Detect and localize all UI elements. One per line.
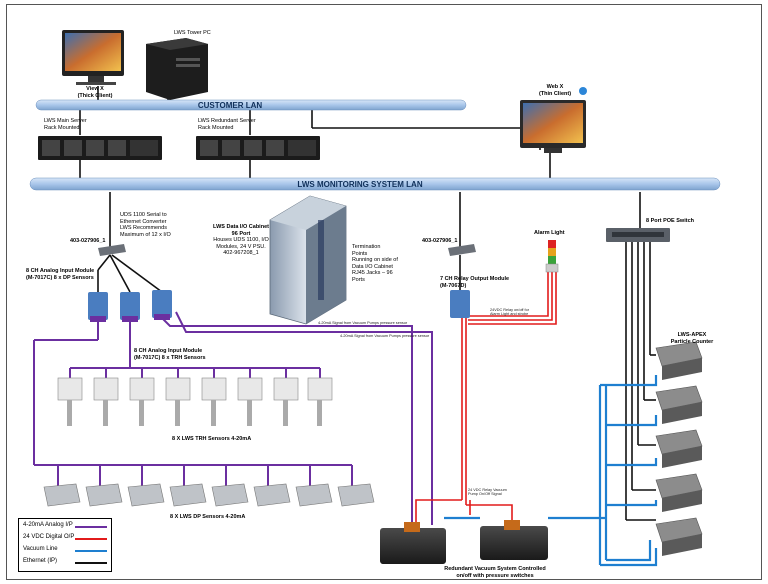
dp-sensor-icon	[43, 483, 81, 507]
trh-sensors-group	[57, 377, 333, 426]
redundant-server-icon	[196, 136, 320, 160]
particle-counters-group	[655, 341, 703, 556]
trh-sensor-icon	[165, 377, 191, 426]
particle-counter-icon	[655, 429, 703, 468]
legend-item-vacuum: Vacuum Line	[23, 546, 58, 552]
view-x-label: View X (Thick Client)	[77, 86, 113, 99]
alarm-light-label: Alarm Light	[534, 230, 565, 236]
termination-label: Termination Points Running on side of Da…	[352, 244, 398, 283]
trh-sensors-label: 8 X LWS TRH Sensors 4-20mA	[172, 436, 252, 442]
dp-sensor-icon	[211, 483, 249, 507]
monitoring-lan-bar	[29, 177, 721, 191]
customer-lan-label: CUSTOMER LAN	[197, 101, 263, 110]
trh-sensor-icon	[57, 377, 83, 426]
switch-left-icon	[98, 244, 126, 256]
trh-sensor-icon	[307, 377, 333, 426]
particle-counter-icon	[655, 517, 703, 556]
vacuum-pump-icon	[480, 520, 548, 560]
legend-line-ethernet	[75, 562, 107, 564]
signal-label-2: 4-20mA Signal from Vacuum Pumps pressure…	[340, 334, 430, 338]
signal-label-1: 4-20mA Signal from Vacuum Pumps pressure…	[318, 321, 408, 325]
serial-converter-label: UDS 1100 Serial to Ethernet Converter LW…	[120, 212, 171, 238]
digital-lines	[415, 272, 557, 528]
trh-sensor-icon	[93, 377, 119, 426]
dp-sensor-icon	[253, 483, 291, 507]
poe-switch-label: 8 Port POE Switch	[646, 218, 694, 224]
switch-left-label: 403-027906_1	[70, 238, 106, 244]
alarm-light-icon	[545, 240, 559, 273]
dp-sensor-icon	[127, 483, 165, 507]
dp-sensor-icon	[169, 483, 207, 507]
relay-pump-label: 24 VDC Relay Vacuum Pump On/Off Signal	[468, 488, 507, 496]
tower-pc-icon	[146, 38, 208, 100]
relay-module-icon	[450, 290, 470, 318]
relay-alarm-label: 24VDC Relay on/off for Alarm Light and s…	[490, 308, 529, 316]
data-cabinet-label: LWS Data I/O Cabinet 96 Port Houses UDS …	[213, 224, 269, 257]
dp-sensors-group	[43, 483, 375, 507]
data-io-cabinet-icon	[269, 195, 347, 325]
trh-sensor-icon	[201, 377, 227, 426]
dp-sensors-label: 8 X LWS DP Sensors 4-20mA	[170, 514, 246, 520]
view-x-monitor-icon	[62, 30, 124, 85]
trh-sensor-icon	[237, 377, 263, 426]
vacuum-pump-icon	[380, 522, 446, 564]
particle-counter-icon	[655, 341, 703, 380]
trh-module-label: 8 CH Analog Input Module (M-7017C) 8 x T…	[134, 348, 206, 361]
trh-module-icon	[120, 292, 140, 322]
particle-counter-icon	[655, 385, 703, 424]
customer-lan-bar	[35, 99, 467, 111]
dp-module-icon	[88, 292, 108, 322]
particle-counter-label: LWS-APEX Particle Counter	[670, 332, 714, 345]
trh-sensor-icon	[129, 377, 155, 426]
switch-right-label: 403-027906_1	[422, 238, 458, 244]
web-x-monitor-icon	[520, 87, 587, 153]
poe-switch-icon	[606, 228, 670, 242]
monitoring-lan-label: LWS MONITORING SYSTEM LAN	[297, 180, 423, 189]
main-server-icon	[38, 136, 162, 160]
dp-sensor-icon	[85, 483, 123, 507]
dp-sensor-icon	[337, 483, 375, 507]
particle-counter-icon	[655, 473, 703, 512]
switch-right-icon	[448, 244, 476, 256]
vacuum-lines	[444, 375, 658, 567]
ethernet-lines	[79, 86, 656, 521]
redundant-server-label: LWS Redundant Server Rack Mounted	[198, 118, 256, 131]
relay-module-label: 7 CH Relay Output Module (M-7067D)	[440, 276, 510, 289]
trh-sensor-icon	[273, 377, 299, 426]
legend-item-ethernet: Ethernet (IP)	[23, 558, 58, 564]
analog-lines	[33, 311, 433, 525]
legend-line-vacuum	[75, 550, 107, 552]
dp-sensor-icon	[295, 483, 333, 507]
legend-line-digital	[75, 538, 107, 540]
legend-item-analog: 4-20mA Analog I/P	[23, 522, 73, 528]
pressure-module-icon	[152, 290, 172, 320]
legend-item-digital: 24 VDC Digital O/P	[23, 534, 75, 540]
diagram-frame	[6, 4, 762, 580]
legend-line-analog	[75, 526, 107, 528]
tower-pc-label: LWS Tower PC	[174, 30, 211, 36]
web-x-label: Web X (Thin Client)	[538, 84, 572, 97]
legend: 4-20mA Analog I/P 24 VDC Digital O/P Vac…	[18, 518, 112, 572]
main-server-label: LWS Main Server Rack Mounted	[44, 118, 87, 131]
vacuum-system-label: Redundant Vacuum System Controlled on/of…	[444, 566, 546, 579]
dp-module-label: 8 CH Analog Input Module (M-7017C) 8 x D…	[26, 268, 95, 281]
